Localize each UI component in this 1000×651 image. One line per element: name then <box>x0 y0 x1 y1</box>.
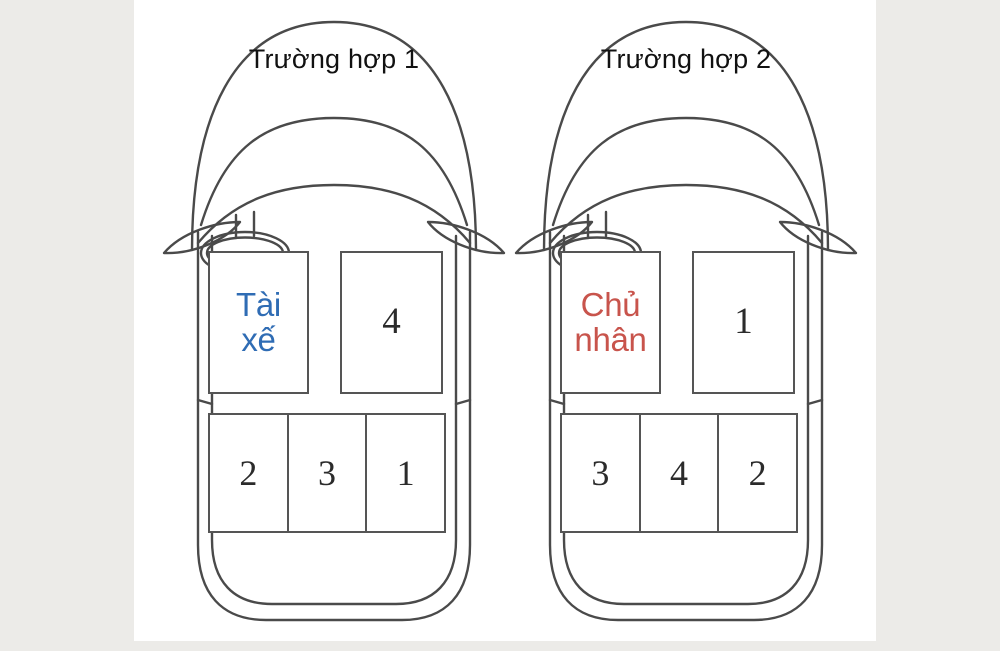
car-outline-2 <box>514 20 858 622</box>
rear-seat-left-number-2: 3 <box>591 453 610 493</box>
rear-seat-middle-1[interactable]: 3 <box>289 415 368 531</box>
car-title-2: Trường hợp 2 <box>600 44 772 74</box>
rear-seat-right-number-2: 2 <box>748 453 767 493</box>
rear-seat-left-1[interactable]: 2 <box>210 415 289 531</box>
rear-seat-left-number-1: 2 <box>239 453 258 493</box>
rear-seat-middle-number-2: 4 <box>670 453 688 493</box>
front-passenger-seat-2[interactable]: 1 <box>692 251 795 394</box>
front-passenger-number-2: 1 <box>734 301 753 343</box>
rear-seat-right-number-1: 1 <box>396 453 415 493</box>
rear-seat-left-2[interactable]: 3 <box>562 415 641 531</box>
front-passenger-seat-1[interactable]: 4 <box>340 251 443 394</box>
rear-seat-right-2[interactable]: 2 <box>719 415 796 531</box>
car-title-1: Trường hợp 1 <box>248 44 420 74</box>
rear-seat-middle-number-1: 3 <box>318 453 336 493</box>
rear-row-2: 3 4 2 <box>560 413 798 533</box>
rear-seat-middle-2[interactable]: 4 <box>641 415 720 531</box>
rear-row-1: 2 3 1 <box>208 413 446 533</box>
rear-seat-right-1[interactable]: 1 <box>367 415 444 531</box>
front-passenger-number-1: 4 <box>382 301 401 343</box>
